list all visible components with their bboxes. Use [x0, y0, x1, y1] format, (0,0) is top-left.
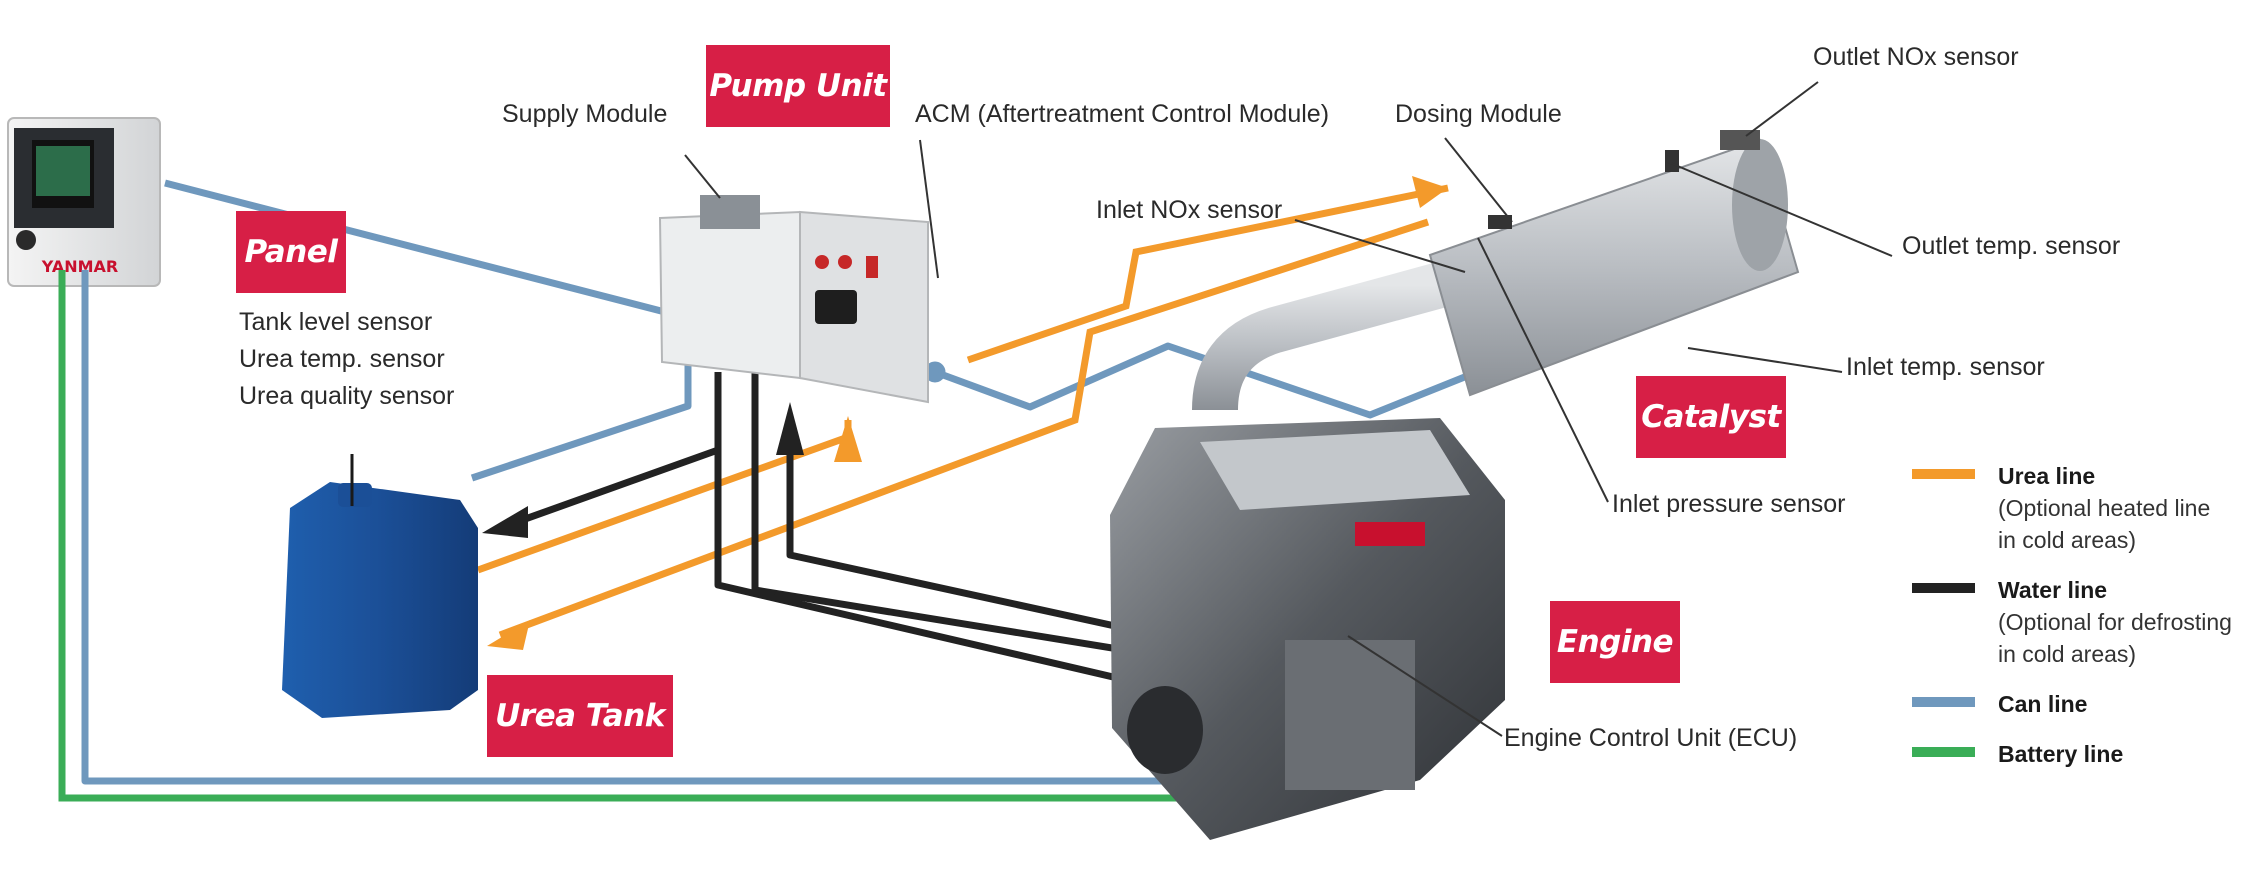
- label-dosing-module: Dosing Module: [1395, 100, 1562, 128]
- catalyst-assembly: [1192, 130, 1800, 411]
- label-acm: ACM (Aftertreatment Control Module): [915, 100, 1330, 128]
- label-outlet-temp: Outlet temp. sensor: [1902, 232, 2121, 260]
- legend: Urea line (Optional heated line in cold …: [1912, 460, 2262, 788]
- tag-panel: Panel: [236, 211, 346, 293]
- label-ecu: Engine Control Unit (ECU): [1504, 724, 1798, 752]
- legend-name: Can line: [1998, 691, 2088, 717]
- label-supply-module: Supply Module: [502, 100, 668, 128]
- legend-name: Battery line: [1998, 741, 2124, 767]
- legend-swatch-battery: [1912, 747, 1975, 757]
- legend-swatch-urea: [1912, 469, 1975, 479]
- label-outlet-nox: Outlet NOx sensor: [1813, 43, 2019, 71]
- legend-note: in cold areas): [1998, 527, 2137, 553]
- legend-item-can: Can line: [1912, 688, 2262, 720]
- panel-sensor-list: Tank level sensor Urea temp. sensor Urea…: [239, 304, 454, 415]
- pump-unit-cabinet: [658, 195, 929, 404]
- legend-name: Urea line: [1998, 463, 2096, 489]
- label-inlet-nox: Inlet NOx sensor: [1096, 196, 1283, 224]
- legend-note: (Optional heated line: [1998, 495, 2211, 521]
- label-inlet-pressure: Inlet pressure sensor: [1612, 490, 1846, 518]
- legend-note: (Optional for defrosting: [1998, 609, 2232, 635]
- engine-block: [1110, 418, 1505, 840]
- panel-sensor-item: Tank level sensor: [239, 308, 433, 336]
- urea-tank: [282, 454, 478, 718]
- legend-swatch-water: [1912, 583, 1975, 593]
- legend-item-urea: Urea line (Optional heated line in cold …: [1912, 460, 2262, 556]
- tag-pump-unit: Pump Unit: [706, 45, 890, 127]
- leader-lines: [684, 81, 1893, 737]
- panel-sensor-item: Urea temp. sensor: [239, 345, 445, 373]
- panel-brand-logo: YANMAR: [41, 257, 118, 276]
- tag-urea-tank: Urea Tank: [487, 675, 673, 757]
- tag-catalyst: Catalyst: [1636, 376, 1786, 458]
- legend-swatch-can: [1912, 697, 1975, 707]
- label-inlet-temp: Inlet temp. sensor: [1846, 353, 2045, 381]
- tag-engine: Engine: [1550, 601, 1680, 683]
- panel-sensor-item: Urea quality sensor: [239, 382, 455, 410]
- legend-item-water: Water line (Optional for defrosting in c…: [1912, 574, 2262, 670]
- legend-note: in cold areas): [1998, 641, 2137, 667]
- water-lines: [498, 372, 1216, 704]
- legend-name: Water line: [1998, 577, 2108, 603]
- legend-item-battery: Battery line: [1912, 738, 2262, 770]
- control-panel: YANMAR: [7, 117, 161, 287]
